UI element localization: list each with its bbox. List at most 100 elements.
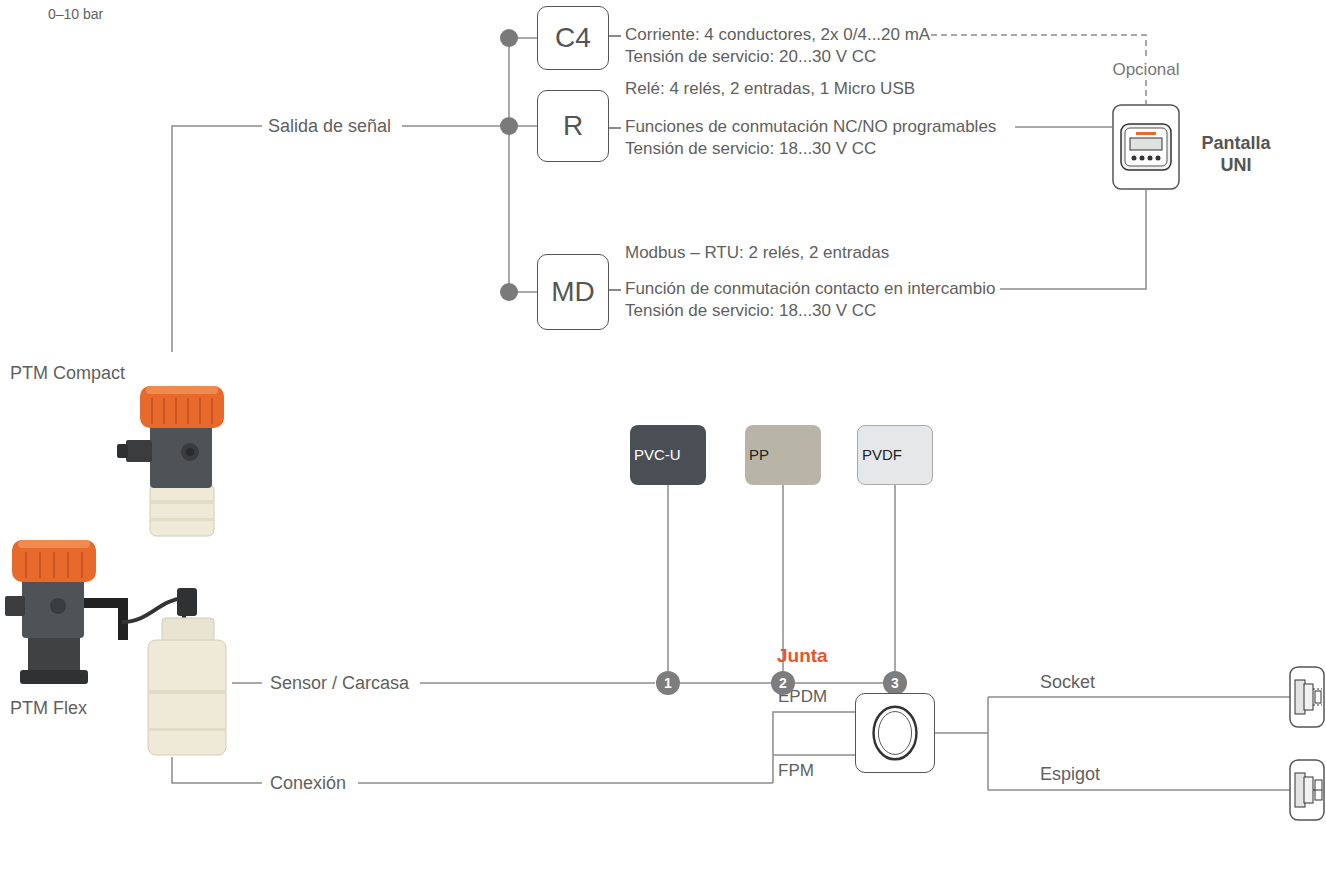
- ptm-compact-device-part: [150, 484, 214, 536]
- connection-tree-part: [988, 696, 1290, 698]
- socket-icon: [1290, 667, 1324, 727]
- o-ring-drawing: [856, 694, 934, 772]
- callout-digit: 3: [891, 675, 899, 691]
- display-icon: [1112, 104, 1180, 190]
- display-drawing-part: [1132, 156, 1137, 161]
- ptm-flex-device-part: [53, 552, 55, 578]
- callout-number: 3: [883, 671, 907, 695]
- ptm-compact-device-part: [186, 448, 194, 456]
- spigot-icon-part: [1290, 760, 1324, 820]
- ptm-flex-device-part: [5, 596, 25, 616]
- o-ring-drawing-part: [878, 712, 911, 755]
- junction-dot-part: [500, 117, 518, 135]
- ptm-compact-device-part: [117, 444, 128, 458]
- display-drawing-part: [1113, 105, 1179, 189]
- option-code: C4: [555, 22, 591, 54]
- ptm-flex-device-part: [81, 552, 83, 578]
- connection-tree-part: [358, 782, 773, 784]
- edge-label: Opcional: [1109, 60, 1182, 80]
- plain-label: PTM Flex: [10, 697, 87, 719]
- ptm-flex-device-part: [39, 552, 41, 578]
- signal-tree-part: [402, 125, 509, 127]
- signal-option: MD Modbus – RTU: 2 relés, 2 entradasFunci…: [537, 240, 1000, 330]
- ptm-flex-device-part: [67, 552, 69, 578]
- plain-label: Espigot: [1040, 763, 1100, 785]
- connection-tree-part: [988, 789, 1290, 791]
- sensor-leader-part: [420, 682, 655, 684]
- ptm-flex-device-part: [50, 598, 66, 614]
- spigot-icon: [1290, 760, 1324, 820]
- junction-dot: [500, 29, 518, 301]
- connector-line: [1015, 126, 1112, 128]
- spec-text: Modbus – RTU: 2 relés, 2 entradas: [625, 242, 1000, 264]
- ptm-flex-device-part: [148, 728, 226, 731]
- display-drawing-part: [1125, 128, 1167, 166]
- ptm-flex-device-part: [148, 690, 226, 694]
- connector-line: [795, 682, 883, 684]
- ptm-compact-device-part: [181, 443, 199, 461]
- callout-digit: 2: [779, 675, 787, 691]
- junction-dot-part: [500, 283, 518, 301]
- option-text: Modbus – RTU: 2 relés, 2 entradasFunción…: [625, 242, 1000, 322]
- ptm-flex-device-part: [84, 598, 128, 640]
- callout-number: 2: [771, 671, 795, 695]
- ptm-flex-device-part: [148, 640, 226, 755]
- option-box: C4: [537, 6, 609, 70]
- display-node: Pantalla UNI: [1112, 104, 1276, 190]
- ptm-compact-device-part: [199, 398, 201, 424]
- display-drawing-part: [1156, 156, 1161, 161]
- ptm-flex-device-part: [22, 578, 84, 638]
- socket-icon-part: [1315, 691, 1321, 703]
- ptm-compact-device-part: [175, 398, 177, 424]
- plain-label: PTM Compact: [10, 362, 125, 384]
- ptm-flex-device: [5, 540, 226, 755]
- plain-label: FPM: [778, 760, 814, 782]
- material-name: PVC-U: [634, 446, 681, 464]
- option-box: R: [537, 90, 609, 162]
- spec-text: Tensión de servicio: 20...30 V CC: [625, 46, 930, 68]
- spec-text: Relé: 4 relés, 2 entradas, 1 Micro USB: [625, 78, 1015, 100]
- spec-text: Tensión de servicio: 18...30 V CC: [625, 300, 1000, 322]
- spec-text: Función de conmutación contacto en inter…: [625, 278, 1000, 300]
- connector-line: [1000, 190, 1146, 289]
- plain-label: Salida de señal: [268, 115, 391, 137]
- connector-line: [667, 485, 669, 671]
- display-drawing-part: [1140, 156, 1145, 161]
- material-box: PVC-U: [630, 425, 706, 485]
- option-code: MD: [551, 276, 595, 308]
- signal-tree-part: [172, 126, 262, 352]
- display-drawing-part: [1130, 138, 1162, 150]
- plain-label: Sensor / Carcasa: [270, 672, 409, 694]
- plain-label: 0–10 bar: [48, 3, 103, 25]
- spec-text: Funciones de conmutación NC/NO programab…: [625, 116, 1015, 138]
- signal-tree-part: [508, 38, 510, 292]
- o-ring-drawing-part: [874, 707, 917, 760]
- spec-text: Tensión de servicio: 18...30 V CC: [625, 138, 1015, 160]
- display-caption: Pantalla UNI: [1196, 132, 1276, 176]
- signal-option: R Relé: 4 relés, 2 entradas, 1 Micro USB F…: [537, 78, 1015, 162]
- sensor-leader-part: [232, 682, 262, 684]
- ptm-flex-device-part: [25, 552, 27, 578]
- ptm-compact-device-part: [150, 500, 214, 504]
- option-box: MD: [537, 254, 609, 330]
- callout-digit: 1: [664, 675, 672, 691]
- ptm-compact-device-part: [126, 440, 152, 462]
- material-box: PVDF: [857, 425, 933, 485]
- junction-dot-part: [500, 29, 518, 47]
- plain-label: Conexión: [270, 772, 346, 794]
- callout-number: 1: [656, 671, 680, 695]
- spec-text: Corriente: 4 conductores, 2x 0/4...20 mA: [625, 24, 930, 46]
- ptm-compact-device-part: [146, 386, 218, 394]
- ptm-flex-device-part: [12, 540, 96, 582]
- socket-icon-part: [1290, 667, 1324, 727]
- display-drawing: [1112, 104, 1180, 190]
- connection-tree-part: [987, 697, 989, 790]
- connector-line: [680, 682, 771, 684]
- connection-tree-part: [773, 754, 855, 756]
- ptm-compact-device-part: [163, 398, 165, 424]
- connection-tree-part: [172, 757, 262, 783]
- seal-box: [855, 693, 935, 773]
- socket-icon-part: [1313, 705, 1322, 706]
- ptm-compact-device-part: [187, 398, 189, 424]
- display-name: Pantalla UNI: [1196, 132, 1276, 176]
